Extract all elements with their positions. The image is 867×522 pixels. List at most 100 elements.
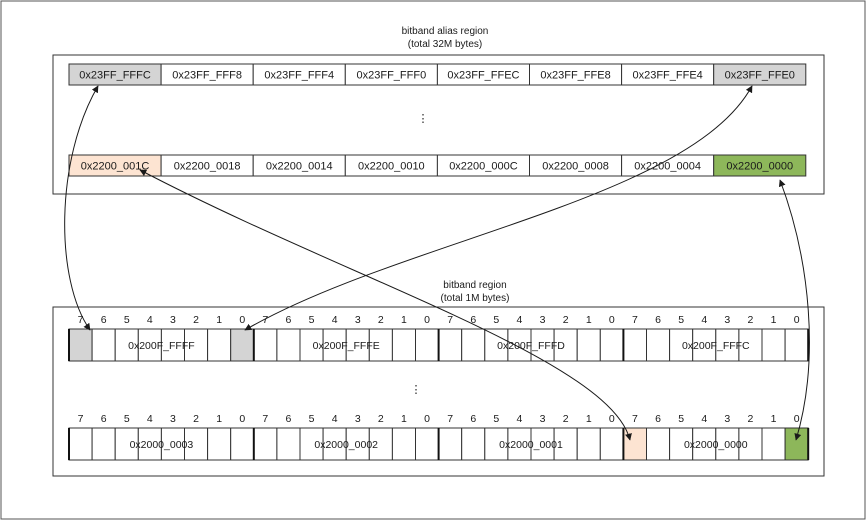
bit-bottom-bit-number: 4 (332, 413, 338, 425)
alias-ellipsis: ⋮ (418, 113, 429, 125)
bit-bottom-bit-number: 2 (563, 413, 569, 425)
bit-top-bit-number: 0 (794, 314, 800, 326)
bit-bottom-bit-number: 0 (239, 413, 245, 425)
bit-bottom-bit-cell (207, 427, 232, 461)
bit-top-bit-number: 3 (724, 314, 730, 326)
bit-top-bit-cell (68, 328, 93, 362)
alias-region-subtitle: (total 32M bytes) (408, 39, 482, 50)
bit-bottom-bit-number: 2 (193, 413, 199, 425)
bit-bottom-bit-cell (784, 427, 809, 461)
bit-top-bit-number: 2 (378, 314, 384, 326)
bit-bottom-bit-cell (253, 427, 278, 461)
bit-top-bit-number: 2 (193, 314, 199, 326)
bit-top-bit-number: 5 (124, 314, 130, 326)
bit-bottom-bit-number: 7 (78, 413, 84, 425)
bit-top-bit-number: 0 (239, 314, 245, 326)
bit-top-bit-number: 7 (632, 314, 638, 326)
bit-bottom-bit-number: 5 (678, 413, 684, 425)
bit-bottom-bit-number: 7 (447, 413, 453, 425)
bit-bottom-bit-number: 3 (540, 413, 546, 425)
bit-top-bit-number: 2 (563, 314, 569, 326)
bit-bottom-byte-label: 0x2000_0001 (499, 439, 563, 451)
bit-bottom-bit-cell (438, 427, 463, 461)
bit-bottom-bit-number: 1 (586, 413, 592, 425)
bit-top-bit-number: 6 (101, 314, 107, 326)
bit-bottom-bit-number: 1 (216, 413, 222, 425)
bit-bottom-bit-cell (276, 427, 301, 461)
bit-top-bit-cell (646, 328, 671, 362)
bit-bottom-bit-cell (646, 427, 671, 461)
bit-bottom-bit-cell (599, 427, 624, 461)
bit-top-byte-label: 0x200F_FFFC (682, 340, 750, 352)
bit-top-bit-number: 1 (401, 314, 407, 326)
alias-bottom-cell-label: 0x2200_000C (449, 161, 518, 173)
alias-top-cell (713, 63, 807, 86)
bit-bottom-bit-number: 3 (170, 413, 176, 425)
bit-bottom-bit-number: 7 (632, 413, 638, 425)
bit-top-bit-cell (599, 328, 624, 362)
bit-top-bit-number: 0 (424, 314, 430, 326)
alias-region-title: bitband alias region (402, 26, 489, 37)
bit-bottom-bit-cell (576, 427, 601, 461)
bit-top-bit-cell (784, 328, 809, 362)
bitband-region-title: bitband region (443, 280, 506, 291)
bit-top-bit-number: 3 (355, 314, 361, 326)
bit-top-bit-cell (461, 328, 486, 362)
bit-top-bit-number: 4 (701, 314, 707, 326)
bit-bottom-bit-number: 5 (124, 413, 130, 425)
bit-bottom-bit-cell (230, 427, 255, 461)
bit-top-bit-number: 7 (447, 314, 453, 326)
bit-bottom-bit-number: 6 (470, 413, 476, 425)
arrow-bit0-0000-to-2200-0000 (778, 179, 810, 441)
bit-top-bit-cell (761, 328, 786, 362)
bit-top-bit-number: 1 (771, 314, 777, 326)
bit-bottom-byte-label: 0x2000_0000 (684, 439, 748, 451)
mapping-arrows (64, 85, 810, 441)
bit-top-bit-number: 6 (655, 314, 661, 326)
bit-top-bit-cell (276, 328, 301, 362)
arrow-bit7-0000-to-2200-001c (139, 169, 632, 441)
bit-top-bit-number: 5 (309, 314, 315, 326)
bit-bottom-bit-number: 5 (309, 413, 315, 425)
alias-top-cell-label: 0x23FF_FFF8 (172, 70, 242, 82)
bit-bottom-bit-number: 6 (286, 413, 292, 425)
bit-top-byte-label: 0x200F_FFFE (313, 340, 380, 352)
alias-bottom-cell-label: 0x2200_001C (81, 161, 150, 173)
bit-bottom-bit-number: 1 (401, 413, 407, 425)
bit-top-bit-number: 4 (332, 314, 338, 326)
bit-top-bit-cell (438, 328, 463, 362)
bit-bottom-bit-number: 6 (655, 413, 661, 425)
bit-bottom-bit-cell (415, 427, 440, 461)
alias-bottom-cell-label: 0x2200_0010 (358, 161, 425, 173)
bit-top-bit-number: 4 (147, 314, 153, 326)
bit-bottom-bit-number: 5 (493, 413, 499, 425)
alias-bottom-cell-label: 0x2200_0008 (542, 161, 609, 173)
bitband-region-subtitle: (total 1M bytes) (441, 293, 510, 304)
bit-bottom-bit-number: 6 (101, 413, 107, 425)
bit-top-bit-number: 5 (493, 314, 499, 326)
bit-bottom-bit-number: 0 (794, 413, 800, 425)
alias-bottom-cell-label: 0x2200_0014 (266, 161, 333, 173)
bit-top-bit-number: 5 (678, 314, 684, 326)
alias-bottom-cell-label: 0x2200_0004 (634, 161, 701, 173)
bit-top-byte-label: 0x200F_FFFF (128, 340, 195, 352)
alias-top-cell-label: 0x23FF_FFFC (79, 70, 151, 82)
bit-bottom-bit-cell (391, 427, 416, 461)
bit-top-bit-number: 2 (748, 314, 754, 326)
bit-bottom-bit-number: 0 (424, 413, 430, 425)
bit-top-byte-label: 0x200F_FFFD (497, 340, 565, 352)
alias-top-cell-label: 0x23FF_FFF0 (357, 70, 427, 82)
bit-bottom-bit-number: 1 (771, 413, 777, 425)
arrow-bit7-ffff-to-23ff-fffc (64, 85, 99, 331)
bit-bottom-bit-number: 0 (609, 413, 615, 425)
bit-bottom-bit-cell (91, 427, 116, 461)
bit-bottom-bit-number: 3 (355, 413, 361, 425)
bit-bottom-bit-number: 3 (724, 413, 730, 425)
alias-top-cell-label: 0x23FF_FFE8 (540, 70, 610, 82)
bit-bottom-bit-number: 4 (701, 413, 707, 425)
